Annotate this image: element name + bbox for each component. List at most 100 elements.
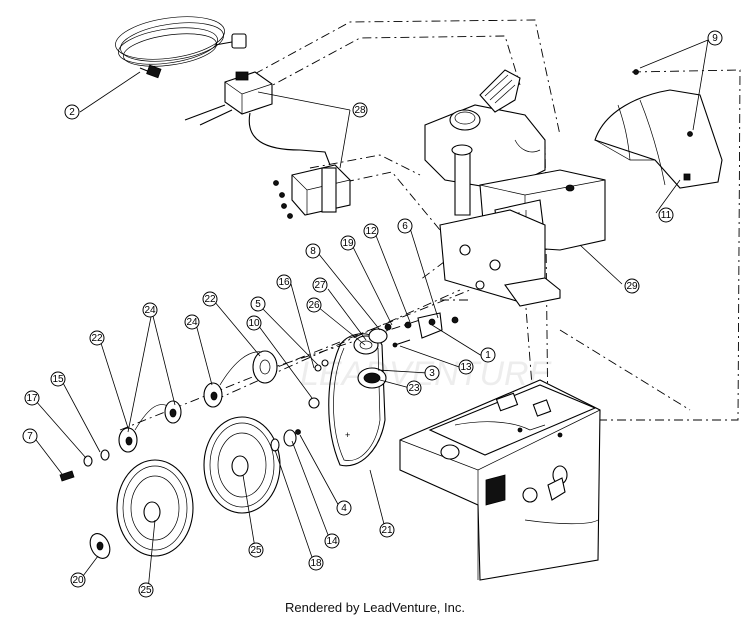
callout-24: 24 (142, 302, 158, 318)
callout-label: 10 (248, 318, 260, 329)
callout-label: 21 (381, 525, 393, 536)
callout-label: 4 (341, 503, 347, 514)
callout-bubble (480, 347, 496, 363)
callout-24: 24 (184, 314, 200, 330)
callout-bubble (324, 533, 340, 549)
callout-label: 18 (310, 558, 322, 569)
callout-bubble (707, 30, 723, 46)
callout-21: 21 (379, 522, 395, 538)
callout-bubble (336, 500, 352, 516)
callout-bubble (308, 555, 324, 571)
callout-18: 18 (308, 555, 324, 571)
callout-label: 2 (69, 107, 75, 118)
callout-bubble (50, 371, 66, 387)
callout-16: 16 (276, 274, 292, 290)
callout-bubble (340, 235, 356, 251)
callout-9: 9 (707, 30, 723, 46)
leader-lines (32, 39, 709, 591)
callout-bubble (306, 297, 322, 313)
callout-label: 12 (365, 226, 377, 237)
callout-27: 27 (312, 277, 328, 293)
callout-15: 15 (50, 371, 66, 387)
callout-8: 8 (305, 243, 321, 259)
callout-6: 6 (397, 218, 413, 234)
callout-bubble (250, 296, 266, 312)
callout-bubble (658, 207, 674, 223)
callout-label: 14 (326, 536, 338, 547)
callout-label: 8 (310, 246, 316, 257)
callout-2: 2 (64, 104, 80, 120)
callout-label: 11 (661, 210, 672, 221)
callout-17: 17 (24, 390, 40, 406)
callout-bubble (70, 572, 86, 588)
drive-belt: + (328, 333, 386, 467)
engine (424, 69, 606, 307)
callout-bubble (305, 243, 321, 259)
callout-10: 10 (246, 315, 262, 331)
callout-label: 9 (712, 33, 718, 44)
callout-label: 24 (186, 317, 198, 328)
callout-label: 6 (402, 221, 408, 232)
callout-label: 25 (140, 585, 152, 596)
callout-label: 19 (342, 238, 354, 249)
idler-hardware (252, 350, 329, 409)
callout-bubble (406, 380, 422, 396)
callout-bubble (89, 330, 105, 346)
callout-group: 2 28 9 11 29 6 12 19 8 27 26 16 5 10 22 24 24 22 15 17 7 1 13 3… (22, 30, 723, 598)
large-pulley-right (203, 351, 301, 514)
callout-5: 5 (250, 296, 266, 312)
callout-label: 17 (26, 393, 38, 404)
callout-label: 1 (485, 350, 491, 361)
callout-bubble (202, 291, 218, 307)
callout-1: 1 (480, 347, 496, 363)
belt-cover (594, 69, 723, 189)
callout-label: 23 (408, 383, 420, 394)
callout-22: 22 (89, 330, 105, 346)
callout-11: 11 (658, 207, 674, 223)
svg-text:+: + (345, 430, 350, 440)
callout-bubble (22, 428, 38, 444)
callout-label: 29 (626, 281, 638, 292)
callout-label: 26 (308, 300, 320, 311)
callout-label: 15 (52, 374, 64, 385)
callout-bubble (363, 223, 379, 239)
callout-19: 19 (340, 235, 356, 251)
callout-7: 7 (22, 428, 38, 444)
callout-bubble (624, 278, 640, 294)
callout-bubble (24, 390, 40, 406)
callout-bubble (138, 582, 154, 598)
callout-26: 26 (306, 297, 322, 313)
callout-bubble (64, 104, 80, 120)
callout-14: 14 (324, 533, 340, 549)
callout-label: 16 (278, 277, 290, 288)
callout-bubble (142, 302, 158, 318)
callout-label: 27 (314, 280, 326, 291)
callout-3: 3 (424, 365, 440, 381)
callout-20: 20 (70, 572, 86, 588)
callout-4: 4 (336, 500, 352, 516)
callout-bubble (248, 542, 264, 558)
callout-22: 22 (202, 291, 218, 307)
callout-bubble (379, 522, 395, 538)
callout-23: 23 (406, 380, 422, 396)
frame-plate (399, 379, 601, 581)
render-credit: Rendered by LeadVenture, Inc. (285, 600, 465, 615)
electric-starter-assembly (184, 71, 351, 219)
callout-label: 13 (460, 362, 472, 373)
callout-bubble (352, 102, 368, 118)
callout-13: 13 (458, 359, 474, 375)
callout-29: 29 (624, 278, 640, 294)
callout-bubble (458, 359, 474, 375)
power-cord (115, 16, 247, 79)
engine-pulleys (353, 312, 459, 389)
callout-label: 24 (144, 305, 156, 316)
callout-label: 20 (72, 575, 84, 586)
callout-bubble (424, 365, 440, 381)
callout-25: 25 (248, 542, 264, 558)
callout-28: 28 (352, 102, 368, 118)
callout-label: 5 (255, 299, 261, 310)
large-pulley-left (59, 400, 194, 559)
callout-bubble (397, 218, 413, 234)
